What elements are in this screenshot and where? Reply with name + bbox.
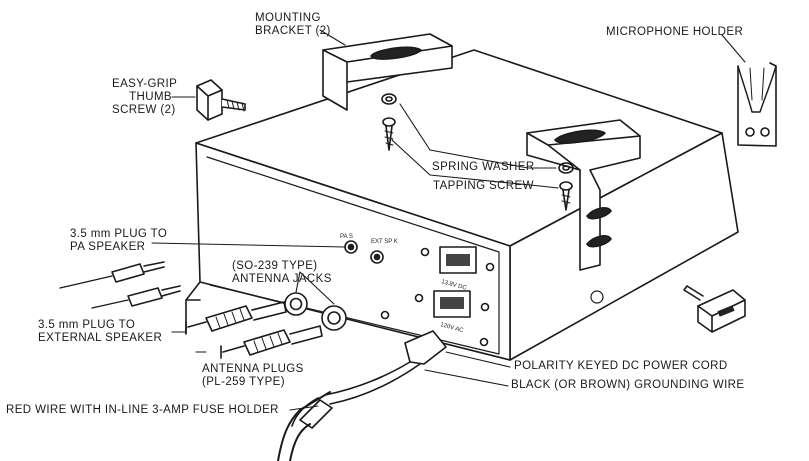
panel-screws xyxy=(380,247,495,347)
pa-speaker-plug xyxy=(59,261,165,289)
pa-jack-mark: PA S xyxy=(340,234,353,240)
mounting-bracket-label: MOUNTING BRACKET (2) xyxy=(255,12,331,37)
tapping-screw-right xyxy=(559,181,573,211)
pa-speaker-jack xyxy=(344,240,358,254)
ext-speaker-plug xyxy=(91,285,181,309)
thumb-screw-label: EASY-GRIP THUMB SCREW (2) xyxy=(112,78,178,116)
pa-speaker-plug-label: 3.5 mm PLUG TO PA SPEAKER xyxy=(70,228,168,253)
microphone-holder-label: MICROPHONE HOLDER xyxy=(606,26,744,38)
spring-washer-label: SPRING WASHER xyxy=(432,161,535,173)
thumb-screw-left xyxy=(196,79,246,121)
spring-washer-right xyxy=(558,162,574,174)
ext-speaker-jack xyxy=(370,250,384,264)
antenna-jack-2 xyxy=(321,305,347,331)
red-wire-label: RED WIRE WITH IN-LINE 3-AMP FUSE HOLDER xyxy=(6,404,279,416)
spring-washer-left xyxy=(381,93,397,105)
antenna-jacks-label: (SO-239 TYPE) ANTENNA JACKS xyxy=(232,260,332,285)
power-cord-label: POLARITY KEYED DC POWER CORD xyxy=(514,360,728,372)
antenna-plug-1 xyxy=(185,301,287,335)
grounding-wire-label: BLACK (OR BROWN) GROUNDING WIRE xyxy=(511,379,745,391)
thumb-screw-right xyxy=(683,285,746,333)
external-speaker-plug-label: 3.5 mm PLUG TO EXTERNAL SPEAKER xyxy=(38,319,163,344)
mounting-bracket-left xyxy=(322,33,453,111)
dc-power-cord xyxy=(277,330,447,461)
antenna-plug-2 xyxy=(220,325,323,359)
antenna-plugs-label: ANTENNA PLUGS (PL-259 TYPE) xyxy=(202,363,304,388)
leader-lines xyxy=(151,29,746,411)
tapping-screw-left xyxy=(382,117,396,151)
tapping-screw-label: TAPPING SCREW xyxy=(433,180,534,192)
microphone-holder xyxy=(737,62,777,147)
antenna-jack-1 xyxy=(284,292,308,316)
dc-power-socket xyxy=(439,246,477,274)
ext-jack-mark: EXT SP K xyxy=(371,239,398,245)
ac-power-socket xyxy=(433,290,471,318)
mounting-bracket-right xyxy=(526,119,641,271)
